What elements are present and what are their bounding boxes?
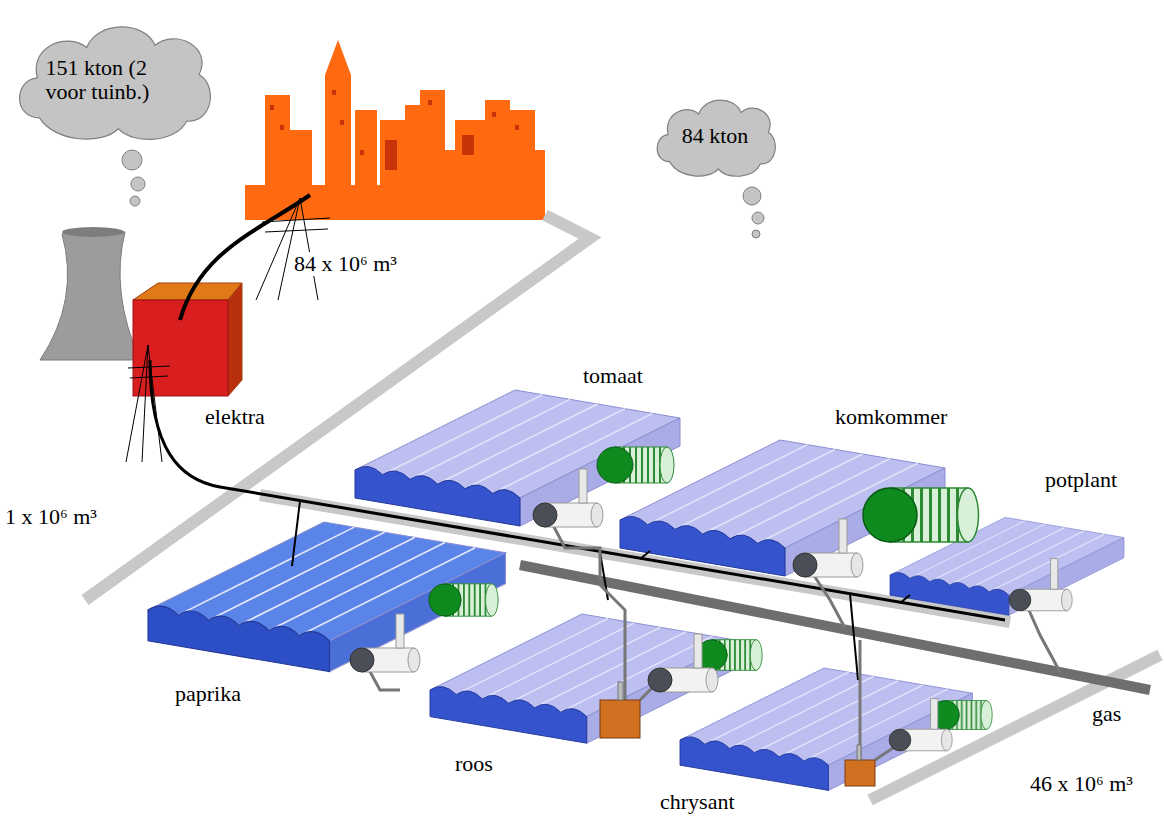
- greenhouse: [148, 522, 506, 672]
- branch-cable: [292, 501, 910, 680]
- emission-amount: 151 kton (2 voor tuinb.): [46, 56, 181, 104]
- greenhouse: [680, 668, 973, 790]
- buffer-tank: [429, 584, 498, 616]
- boiler: [1009, 559, 1072, 611]
- city-skyline: [245, 40, 545, 220]
- boiler: [533, 469, 603, 527]
- chp-unit: [600, 700, 640, 738]
- pylon: [256, 198, 330, 300]
- greenhouse: [355, 390, 680, 526]
- cooling-tower-top: [62, 227, 124, 237]
- volume-label: 1 x 10⁶ m³: [5, 505, 97, 529]
- crop-label: tomaat: [583, 364, 643, 388]
- volume-label: 84 x 10⁶ m³: [292, 252, 399, 276]
- cooling-tower: [40, 229, 140, 360]
- buffer-tank: [931, 701, 993, 730]
- crop-label: potplant: [1045, 468, 1117, 492]
- boiler: [793, 519, 863, 577]
- plant-side: [228, 283, 242, 396]
- crop-label: komkommer: [835, 405, 947, 429]
- crop-label: roos: [455, 752, 493, 776]
- chp-chimney: [618, 682, 623, 700]
- emission-amount: 84 kton: [682, 124, 749, 148]
- boiler: [648, 634, 718, 692]
- emission-cloud: 151 kton (2 voor tuinb.): [8, 15, 218, 145]
- energy-label: elektra: [205, 405, 265, 429]
- boiler: [889, 699, 952, 751]
- cloud-outline: [657, 100, 775, 176]
- boiler: [350, 614, 420, 672]
- chp-chimney: [857, 745, 861, 760]
- cloud-puffs: [122, 150, 764, 238]
- crop-label: paprika: [175, 682, 241, 706]
- buffer-tank: [863, 488, 979, 542]
- buffer-tank: [597, 447, 674, 483]
- chp-unit: [845, 760, 875, 786]
- cloud-outline: [20, 27, 211, 140]
- gas-feed-pipe: [368, 525, 1060, 760]
- greenhouse: [430, 614, 739, 743]
- crop-label: chrysant: [660, 790, 735, 814]
- power-cable: [180, 195, 310, 320]
- energy-label: gas: [1092, 702, 1121, 726]
- emission-cloud: 84 kton: [650, 92, 780, 180]
- city-windows: [270, 90, 519, 170]
- volume-label: 46 x 10⁶ m³: [1030, 772, 1133, 796]
- buffer-tank: [697, 640, 762, 671]
- pylon: [126, 345, 170, 462]
